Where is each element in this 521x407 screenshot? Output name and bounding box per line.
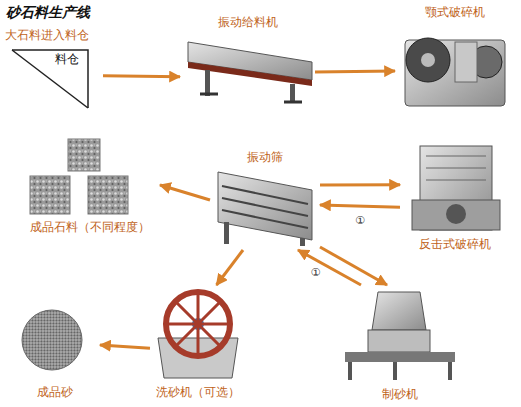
- hopper-label: 料仓: [53, 52, 81, 67]
- flow-arrow: [217, 250, 244, 285]
- jaw-crusher-drawing: [405, 38, 505, 106]
- machine-label: 洗砂机（可选）: [154, 385, 242, 400]
- impact-crusher-drawing: [412, 146, 500, 230]
- callout-number: ①: [354, 214, 366, 227]
- machine-node: 成品砂: [10, 300, 100, 400]
- machine-label: 振动筛: [245, 150, 285, 165]
- diagram-title: 砂石料生产线: [6, 4, 90, 22]
- sand-sample: [22, 310, 82, 370]
- machine-label: 成品石料（不同程度）: [28, 220, 152, 235]
- feeder-drawing: [188, 42, 312, 102]
- machine-node: 成品石料（不同程度）: [20, 135, 160, 235]
- flow-arrow: [100, 345, 150, 348]
- machine-label: 振动给料机: [216, 15, 280, 30]
- sand-washer-drawing: [158, 292, 238, 378]
- flow-arrow: [298, 250, 361, 285]
- machine-label: 颚式破碎机: [423, 5, 487, 20]
- machine-node: 颚式破碎机: [395, 5, 515, 115]
- flow-arrow: [315, 71, 395, 72]
- machine-label: 成品砂: [35, 385, 75, 400]
- flow-arrow: [320, 247, 387, 285]
- sand-maker-drawing: [345, 292, 455, 380]
- machine-node: 制砂机: [335, 285, 465, 402]
- flow-arrow: [160, 185, 210, 200]
- machine-node: 大石料进入料仓料仓: [3, 28, 103, 115]
- flow-arrow: [320, 183, 400, 186]
- machine-label: 大石料进入料仓: [3, 28, 91, 43]
- flow-arrow: [320, 205, 400, 207]
- callout-number: ①: [310, 265, 322, 278]
- hopper-outline: [12, 50, 88, 108]
- machine-node: 振动筛: [210, 150, 320, 250]
- machine-label: 反击式破碎机: [417, 237, 493, 252]
- flow-arrow: [103, 74, 180, 78]
- stone-samples: [30, 139, 128, 214]
- screen-drawing: [218, 172, 312, 246]
- machine-label: 制砂机: [380, 387, 420, 402]
- machine-node: 振动给料机: [180, 15, 315, 110]
- machine-node: 洗砂机（可选）: [150, 285, 245, 400]
- machine-node: 反击式破碎机: [400, 140, 510, 252]
